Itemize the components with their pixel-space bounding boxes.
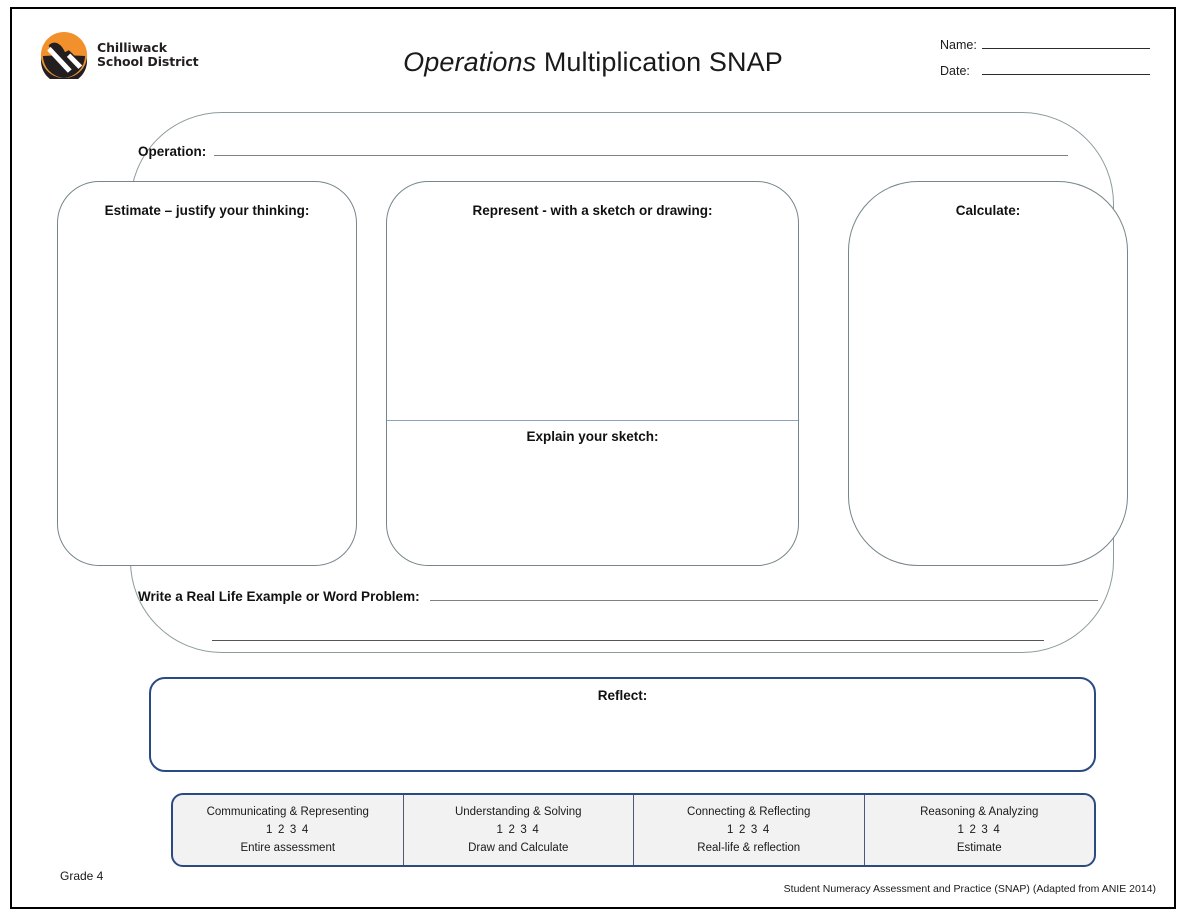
page-title: Operations Multiplication SNAP — [12, 47, 1174, 78]
real-life-input-line-1[interactable] — [429, 586, 1098, 601]
date-label: Date: — [940, 64, 970, 78]
rubric-scale[interactable]: 1 2 3 4 — [726, 824, 771, 836]
district-logo-text: Chilliwack School District — [97, 41, 199, 69]
estimate-panel-title: Estimate – justify your thinking: — [104, 203, 310, 218]
date-row: Date: — [940, 61, 1150, 87]
calculate-panel-title: Calculate: — [955, 203, 1021, 218]
reflect-panel-title: Reflect: — [597, 688, 648, 703]
page-title-rest: Multiplication SNAP — [536, 47, 783, 77]
operation-label: Operation: — [138, 144, 207, 159]
grade-label: Grade 4 — [60, 869, 104, 883]
explain-sketch-title: Explain your sketch: — [526, 429, 659, 444]
footer-credit: Student Numeracy Assessment and Practice… — [783, 883, 1156, 895]
represent-panel[interactable]: Represent - with a sketch or drawing: Ex… — [386, 181, 799, 566]
reflect-panel[interactable]: Reflect: — [149, 677, 1096, 772]
rubric-scale[interactable]: 1 2 3 4 — [957, 824, 1002, 836]
logo-line-2: School District — [97, 54, 199, 69]
name-label: Name: — [940, 38, 977, 52]
rubric-cell-reasoning[interactable]: Reasoning & Analyzing 1 2 3 4 Estimate — [865, 795, 1095, 865]
name-row: Name: — [940, 35, 1150, 61]
chilliwack-mountain-logo-icon — [40, 31, 88, 79]
name-input[interactable] — [982, 35, 1150, 49]
rubric-cell-communicating[interactable]: Communicating & Representing 1 2 3 4 Ent… — [173, 795, 404, 865]
worksheet-page: Chilliwack School District Operations Mu… — [10, 7, 1176, 909]
date-input[interactable] — [982, 61, 1150, 75]
real-life-input-line-2[interactable] — [212, 626, 1044, 641]
sketch-divider — [387, 420, 798, 421]
logo-line-1: Chilliwack — [97, 40, 167, 55]
district-logo: Chilliwack School District — [40, 31, 199, 79]
rubric-desc: Entire assessment — [240, 842, 336, 854]
real-life-label: Write a Real Life Example or Word Proble… — [138, 589, 420, 604]
rubric-title: Communicating & Representing — [206, 806, 369, 818]
rubric-title: Connecting & Reflecting — [687, 806, 811, 818]
represent-panel-title: Represent - with a sketch or drawing: — [472, 203, 713, 218]
rubric-desc: Real-life & reflection — [697, 842, 801, 854]
real-life-row: Write a Real Life Example or Word Proble… — [138, 586, 1098, 614]
estimate-panel[interactable]: Estimate – justify your thinking: — [57, 181, 357, 566]
rubric-desc: Estimate — [956, 842, 1002, 854]
rubric-title: Understanding & Solving — [454, 806, 582, 818]
rubric-scale[interactable]: 1 2 3 4 — [496, 824, 541, 836]
rubric-desc: Draw and Calculate — [468, 842, 569, 854]
rubric-cell-understanding[interactable]: Understanding & Solving 1 2 3 4 Draw and… — [404, 795, 634, 865]
calculate-panel[interactable]: Calculate: — [848, 181, 1128, 566]
operation-input[interactable] — [214, 141, 1068, 156]
rubric-cell-connecting[interactable]: Connecting & Reflecting 1 2 3 4 Real-lif… — [634, 795, 865, 865]
rubric-title: Reasoning & Analyzing — [920, 806, 1039, 818]
name-date-block: Name: Date: — [940, 35, 1150, 87]
rubric-table: Communicating & Representing 1 2 3 4 Ent… — [171, 793, 1096, 867]
rubric-scale[interactable]: 1 2 3 4 — [265, 824, 310, 836]
page-header: Chilliwack School District Operations Mu… — [12, 9, 1174, 101]
operation-row: Operation: — [138, 141, 1068, 171]
page-title-emphasis: Operations — [403, 47, 537, 77]
